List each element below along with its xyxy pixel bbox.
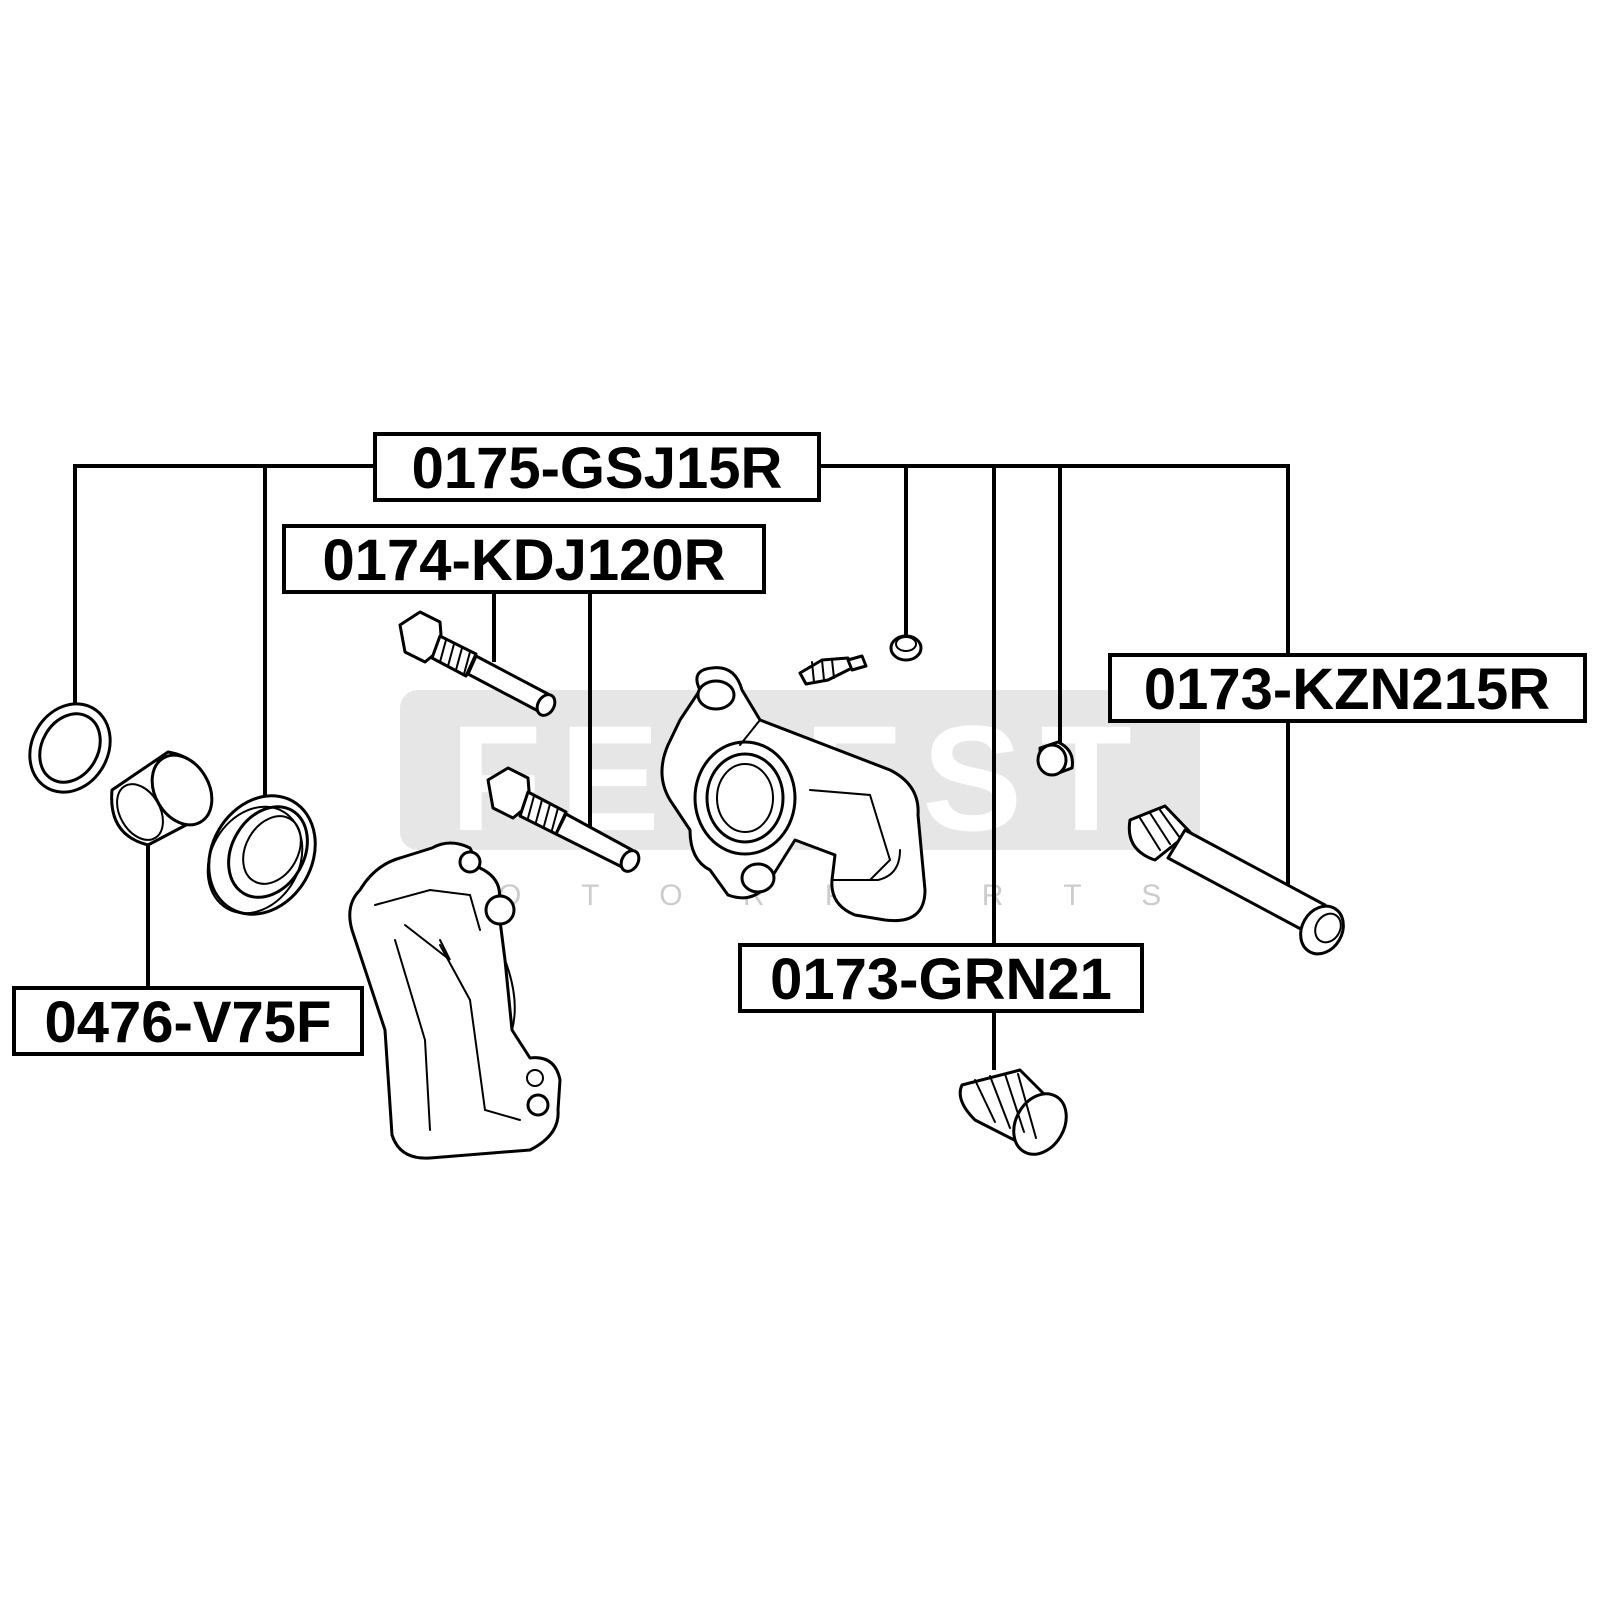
label-guide-pin-text: 0173-KZN215R [1144, 657, 1550, 722]
label-guide-bolt: 0174-KDJ120R [282, 524, 766, 594]
label-boot-text: 0173-GRN21 [770, 947, 1112, 1012]
label-kit-main-text: 0175-GSJ15R [412, 436, 783, 501]
piston [110, 750, 214, 847]
label-piston: 0476-V75F [12, 986, 364, 1056]
guide-bolt-upper [398, 610, 557, 717]
label-guide-bolt-text: 0174-KDJ120R [322, 528, 725, 593]
kit-leader-right [818, 464, 1290, 895]
piston-seal-ring [28, 702, 112, 794]
bleeder-cap [889, 634, 923, 662]
guide-pin [1127, 804, 1345, 956]
watermark-subtitle: M O T O R P A R T S [413, 879, 1188, 912]
caliper-bracket [348, 841, 562, 1160]
piston-boot [206, 794, 317, 916]
part-labels: 0175-GSJ15R 0174-KDJ120R 0173-KZN215R 01… [12, 432, 1587, 1056]
guide-pin-boot [958, 1068, 1068, 1156]
label-guide-pin: 0173-KZN215R [1108, 653, 1587, 723]
guide-bushing [1036, 740, 1074, 777]
caliper-body [660, 666, 927, 923]
label-boot: 0173-GRN21 [738, 943, 1144, 1013]
kit-leader-left [73, 464, 375, 705]
label-kit-main: 0175-GSJ15R [373, 432, 821, 502]
guide-bolt-lower [486, 766, 641, 873]
label-piston-text: 0476-V75F [45, 990, 332, 1055]
parts [28, 610, 1345, 1160]
bleeder-screw [798, 654, 868, 686]
